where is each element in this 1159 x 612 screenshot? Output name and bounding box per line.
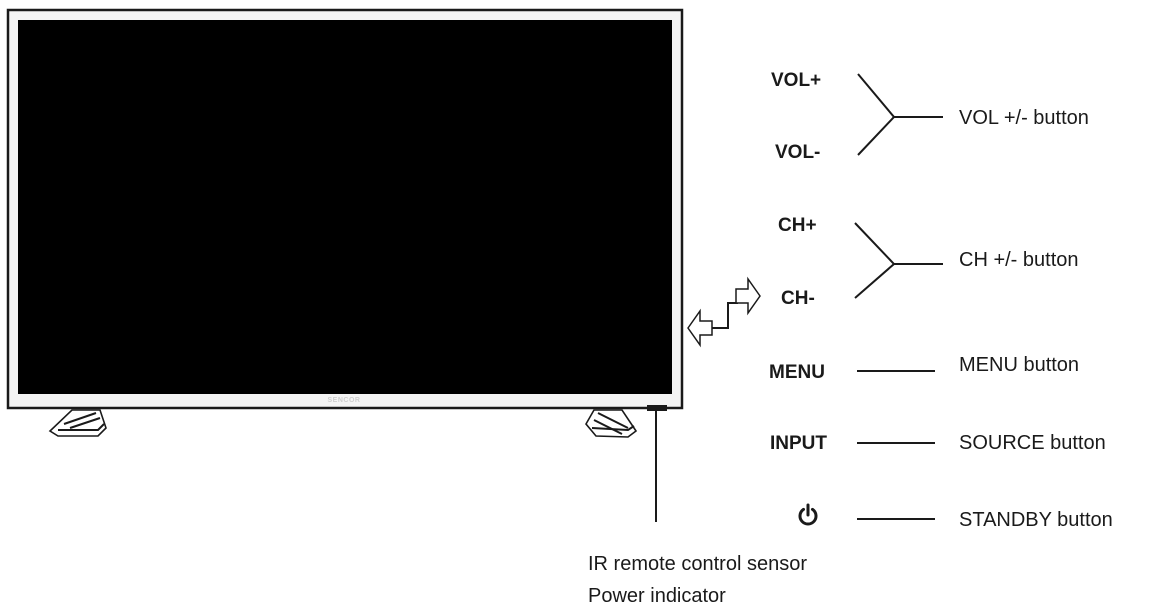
vol-button-label: VOL +/- button (959, 107, 1089, 129)
ir-sensor-window (647, 405, 667, 411)
ch-plus-label: CH+ (778, 215, 817, 236)
side-panel-arrows (687, 276, 761, 348)
tv-stand-right (585, 409, 638, 438)
power-icon (798, 503, 818, 526)
tv-screen (18, 20, 672, 394)
tv-illustration: SENCOR (6, 8, 684, 438)
arrow-right-icon (735, 276, 761, 316)
input-key-label: INPUT (770, 433, 827, 454)
standby-button-label: STANDBY button (959, 509, 1113, 531)
power-indicator-label: Power indicator (588, 585, 726, 607)
vol-plus-label: VOL+ (771, 70, 821, 91)
arrow-left-icon (687, 308, 713, 348)
source-button-label: SOURCE button (959, 432, 1106, 454)
vol-bracket (857, 73, 896, 156)
brand-logo: SENCOR (328, 397, 361, 404)
ch-button-label: CH +/- button (959, 249, 1079, 271)
tv-stand-left (48, 409, 107, 437)
menu-button-label: MENU button (959, 354, 1079, 376)
menu-key-label: MENU (769, 362, 825, 383)
ch-minus-label: CH- (781, 288, 815, 309)
vol-minus-label: VOL- (775, 142, 820, 163)
ch-bracket (854, 222, 896, 299)
ir-sensor-label: IR remote control sensor (588, 553, 807, 575)
